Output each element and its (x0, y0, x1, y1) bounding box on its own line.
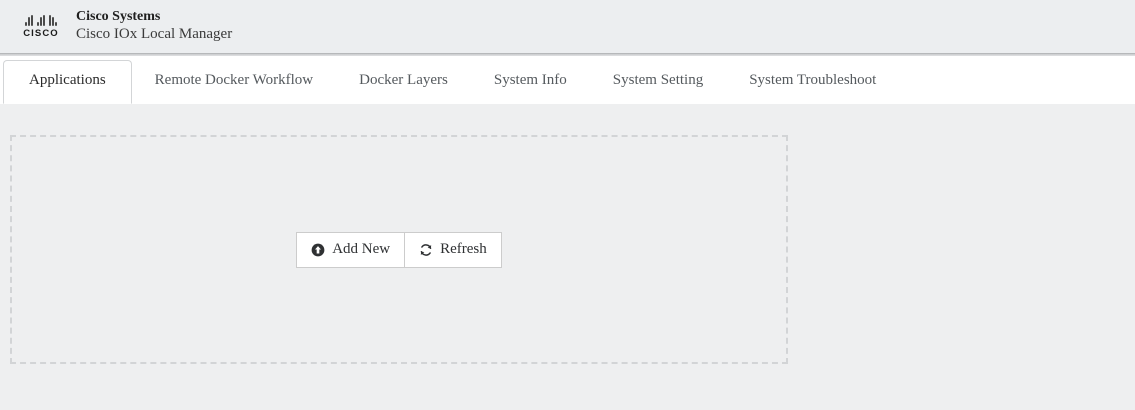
cisco-logo-icon: CISCO (18, 11, 64, 43)
tab-system-info[interactable]: System Info (493, 72, 567, 88)
add-new-button-label: Add New (332, 241, 391, 257)
refresh-button-label: Refresh (440, 241, 487, 257)
tab-system-setting[interactable]: System Setting (612, 72, 704, 88)
tab-list: Applications Remote Docker Workflow Dock… (0, 56, 1135, 104)
main-content: Add New Refresh (0, 104, 1135, 410)
cisco-logo-bars (25, 14, 57, 26)
app-header: CISCO Cisco Systems Cisco IOx Local Mana… (0, 0, 1135, 53)
page-title: Cisco IOx Local Manager (76, 26, 233, 43)
refresh-circular-arrows-icon (419, 243, 433, 257)
add-new-button[interactable]: Add New (296, 231, 406, 268)
tab-applications[interactable]: Applications (3, 60, 132, 104)
tab-docker-layers[interactable]: Docker Layers (359, 72, 448, 88)
tab-remote-docker-workflow[interactable]: Remote Docker Workflow (154, 72, 314, 88)
tab-bar: Applications Remote Docker Workflow Dock… (0, 56, 1135, 104)
upload-circle-arrow-icon (311, 243, 325, 257)
cisco-wordmark: CISCO (23, 28, 59, 39)
header-titles: Cisco Systems Cisco IOx Local Manager (76, 9, 232, 43)
header-divider (0, 53, 1135, 54)
action-button-group: Add New Refresh (296, 231, 502, 268)
brand-title: Cisco Systems (76, 9, 161, 25)
application-dropzone[interactable]: Add New Refresh (10, 135, 788, 364)
refresh-button[interactable]: Refresh (404, 231, 502, 268)
header-inner: CISCO Cisco Systems Cisco IOx Local Mana… (0, 0, 1135, 53)
tab-system-troubleshoot[interactable]: System Troubleshoot (749, 72, 877, 88)
